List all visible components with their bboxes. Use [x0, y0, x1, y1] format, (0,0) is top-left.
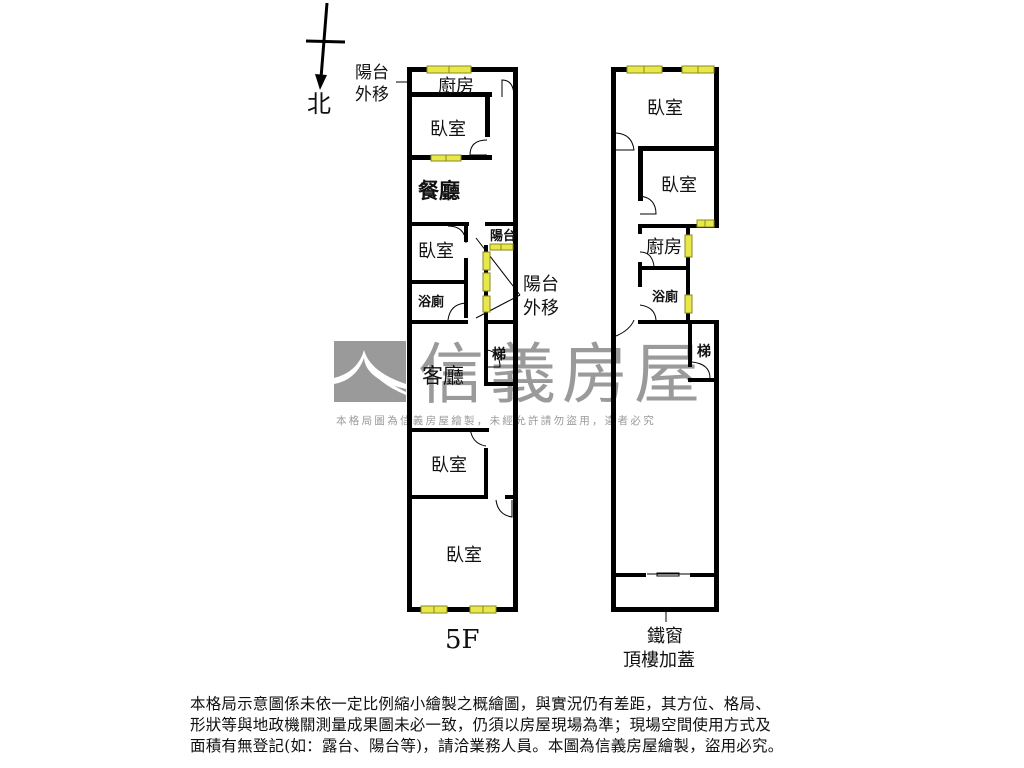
balcony-shift-label-mid-1: 陽台	[523, 274, 559, 295]
room-kitchen-5f: 廚房	[438, 75, 474, 97]
room-bedroom-roof-2: 臥室	[661, 175, 697, 196]
room-bedroom-5f-1: 臥室	[430, 119, 466, 140]
room-stairs-5f: 梯	[492, 346, 506, 363]
room-bedroom-5f-4: 臥室	[446, 545, 482, 566]
room-stairs-roof: 梯	[697, 343, 711, 360]
window-icon	[626, 65, 715, 314]
balcony-shift-label-top-2: 外移	[355, 85, 389, 105]
window-icon	[420, 65, 514, 614]
brand-logo-icon	[334, 341, 406, 402]
floor-5f: 廚房 臥室 餐廳 臥室 陽台 浴廁 梯 客廳 臥室 臥室 陽台 外移 陽台 外移…	[355, 63, 559, 655]
watermark-brand: 信義房屋	[418, 336, 706, 413]
room-living-5f: 客廳	[422, 364, 464, 388]
room-bedroom-5f-3: 臥室	[431, 455, 467, 476]
watermark-notice: 本格局圖為信義房屋繪製，未經允許請勿盜用，違者必究	[336, 414, 656, 427]
room-kitchen-roof: 廚房	[646, 236, 682, 258]
balcony-shift-label-mid-2: 外移	[523, 298, 559, 319]
disclaimer: 本格局示意圖係未依一定比例縮小繪製之概繪圖，與實況仍有差距，其方位、格局、 形狀…	[190, 694, 850, 757]
balcony-shift-label-top-1: 陽台	[355, 63, 389, 83]
disclaimer-line: 本格局示意圖係未依一定比例縮小繪製之概繪圖，與實況仍有差距，其方位、格局、	[190, 695, 771, 713]
callout-rooftop-addition: 頂樓加蓋	[623, 650, 695, 671]
floor-rooftop: 臥室 臥室 廚房 浴廁 梯 鐵窗 頂樓加蓋	[611, 65, 719, 671]
room-dining-5f: 餐廳	[418, 179, 460, 203]
floor-label-5f: 5F	[445, 625, 480, 655]
room-balcony-5f: 陽台	[490, 228, 516, 244]
room-bathroom-roof: 浴廁	[652, 289, 678, 305]
north-label: 北	[307, 90, 331, 118]
disclaimer-line: 面積有無登記(如：露台、陽台等)，請洽業務人員。本圖為信義房屋繪製，盜用必究。	[190, 737, 784, 755]
room-bedroom-roof-1: 臥室	[647, 98, 683, 119]
room-bathroom-5f: 浴廁	[418, 294, 444, 310]
disclaimer-line: 形狀等與地政機關測量成果圖未必一致，仍須以房屋現場為準；現場空間使用方式及	[190, 716, 771, 734]
watermark: 信義房屋 本格局圖為信義房屋繪製，未經允許請勿盜用，違者必究	[334, 336, 706, 427]
callout-iron-window: 鐵窗	[647, 626, 683, 647]
north-arrow-icon	[305, 2, 346, 90]
room-bedroom-5f-2: 臥室	[418, 241, 454, 262]
